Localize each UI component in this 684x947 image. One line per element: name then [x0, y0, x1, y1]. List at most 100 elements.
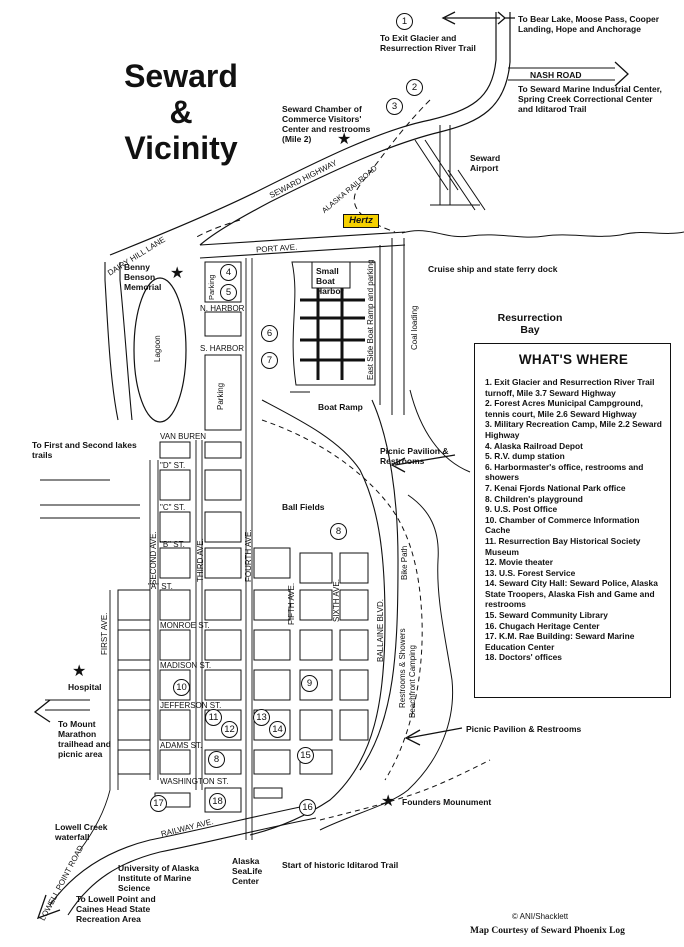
airport-runways — [414, 125, 486, 211]
legend-item: 3. Military Recreation Camp, Mile 2.2 Se… — [485, 419, 662, 440]
legend-item: 7. Kenai Fjords National Park office — [485, 482, 626, 493]
legend-item: 2. Forest Acres Municipal Campground, te… — [485, 398, 643, 419]
lowell-point-road — [49, 804, 317, 916]
label-hospital: Hospital — [68, 682, 102, 692]
whats-where-legend: WHAT'S WHERE 1. Exit Glacier and Resurre… — [474, 343, 671, 698]
legend-item: 12. Movie theater — [485, 557, 553, 568]
label-bear-lake: To Bear Lake, Moose Pass, Cooper Landing… — [518, 14, 660, 34]
seward-highway-road — [109, 12, 497, 256]
small-boat-harbor-building — [311, 261, 351, 289]
hertz-badge: Hertz — [343, 214, 379, 228]
label-ball-fields: Ball Fields — [282, 502, 325, 512]
legend-item: 17. K.M. Rae Building: Seward Marine Edu… — [485, 631, 635, 652]
marker-6: 6 — [261, 325, 278, 342]
cruise-dock — [379, 238, 405, 415]
lagoon-shape — [133, 277, 187, 423]
label-exit-glacier: To Exit Glacier and Resurrection River T… — [380, 33, 476, 53]
label-nash-road: NASH ROAD — [530, 70, 582, 80]
marker-5: 5 — [220, 284, 237, 301]
star-chamber-icon: ★ — [337, 131, 352, 148]
credit-log: Map Courtesy of Seward Phoenix Log — [470, 926, 625, 936]
legend-item: 6. Harbormaster's office, restrooms and … — [485, 461, 644, 483]
star-founders-icon: ★ — [381, 793, 396, 810]
star-benny-benson-icon: ★ — [170, 265, 185, 282]
marker-10: 10 — [173, 679, 190, 696]
map-title: Seward & Vicinity — [96, 58, 266, 166]
marker-16: 16 — [299, 799, 316, 816]
label-restrooms-showers: Restrooms & Showers — [398, 628, 407, 708]
avenues — [149, 258, 253, 840]
label-picnic-bottom: Picnic Pavilion & Restrooms — [466, 724, 582, 734]
label-lowell-creek: Lowell Creek waterfall — [55, 822, 108, 842]
label-fourth-ave: FOURTH AVE. — [244, 529, 253, 582]
label-to-lowell-point: To Lowell Point and Caines Head State Re… — [76, 894, 156, 924]
label-resurrection-bay: Resurrection Bay — [497, 312, 563, 336]
label-mount-marathon: To Mount Marathon trailhead and picnic a… — [58, 719, 111, 759]
legend-item: 15. Seward Community Library — [485, 610, 608, 621]
west-road — [40, 479, 140, 519]
label-cruise-ship: Cruise ship and state ferry dock — [428, 264, 558, 274]
label-d-st: "D" ST. — [160, 461, 186, 470]
label-beachfront-camping: Beachfront Camping — [408, 645, 417, 718]
label-washington: WASHINGTON ST. — [160, 777, 229, 786]
legend-item: 1. Exit Glacier and Resurrection River T… — [485, 377, 655, 398]
legend-item: 11. Resurrection Bay Historical Society … — [485, 535, 641, 557]
label-lagoon: Lagoon — [153, 335, 162, 362]
legend-item: 16. Chugach Heritage Center — [485, 620, 600, 631]
marker-15: 15 — [297, 747, 314, 764]
legend-item: 8. Children's playground — [485, 493, 583, 504]
label-parking-top: Parking — [207, 274, 216, 300]
marker-7: 7 — [261, 352, 278, 369]
label-picnic-top: Picnic Pavilion & Restrooms — [380, 446, 449, 466]
title-line-3: Vicinity — [124, 130, 238, 166]
label-s-harbor: S. HARBOR — [200, 344, 245, 353]
label-bike-path: Bike Path — [400, 545, 409, 580]
label-sealife: Alaska SeaLife Center — [232, 856, 263, 886]
label-third-ave: THIRD AVE. — [196, 538, 205, 582]
marker-2: 2 — [406, 79, 423, 96]
label-iditarod-start: Start of historic Iditarod Trail — [282, 860, 399, 870]
label-marine-industrial: To Seward Marine Industrial Center, Spri… — [518, 84, 662, 114]
label-sixth-ave: SIXTH AVE. — [332, 579, 341, 622]
label-c-st: "C" ST. — [160, 503, 186, 512]
ballaine-blvd — [249, 399, 399, 836]
marker-8a: 8 — [330, 523, 347, 540]
bike-path — [261, 419, 423, 781]
label-benny-benson: Benny Benson Memorial — [124, 262, 162, 292]
label-fifth-ave: FIFTH AVE. — [287, 582, 296, 625]
label-jefferson: JEFFERSON ST. — [160, 701, 222, 710]
town-blocks — [159, 261, 369, 584]
legend-item: 9. U.S. Post Office — [485, 504, 558, 515]
legend-item: 5. R.V. dump station — [485, 451, 565, 462]
marker-4: 4 — [220, 264, 237, 281]
label-east-side-ramp: East Side Boat Ramp and parking — [366, 259, 375, 380]
label-van-buren: VAN BUREN — [160, 432, 207, 441]
label-coal-loading: Coal loading — [410, 305, 419, 350]
legend-item: 13. U.S. Forest Service — [485, 567, 576, 578]
title-line-2: & — [169, 94, 193, 130]
marker-18: 18 — [209, 793, 226, 810]
label-n-harbor: N. HARBOR — [200, 304, 245, 313]
label-airport: Seward Airport — [470, 153, 501, 173]
label-chamber-visitors: Seward Chamber of Commerce Visitors' Cen… — [282, 104, 371, 144]
legend-item: 18. Doctors' offices — [485, 652, 562, 663]
label-ballaine: BALLAINE BLVD. — [376, 599, 385, 662]
label-first-second-lakes: To First and Second lakes trails — [32, 440, 137, 460]
label-first-ave: FIRST AVE. — [100, 612, 109, 655]
label-monroe: MONROE ST. — [160, 621, 210, 630]
label-founders-monument: Founders Mounument — [402, 797, 492, 807]
coastal-trail — [319, 759, 491, 821]
shoreline — [401, 230, 684, 238]
legend-item: 14. Seward City Hall: Seward Police, Ala… — [485, 578, 658, 610]
credit-artist: © ANI/Shacklett — [512, 912, 569, 921]
star-hospital-icon: ★ — [72, 663, 87, 680]
label-univ-alaska: University of Alaska Institute of Marine… — [118, 863, 199, 893]
label-madison: MADISON ST. — [160, 661, 212, 670]
legend-item: 4. Alaska Railroad Depot — [485, 440, 583, 451]
shoreline-east — [319, 389, 471, 831]
label-boat-ramp: Boat Ramp — [318, 402, 363, 412]
dairy-hill-lane — [104, 262, 133, 421]
title-line-1: Seward — [124, 58, 238, 94]
legend-list: 1. Exit Glacier and Resurrection River T… — [485, 377, 662, 663]
